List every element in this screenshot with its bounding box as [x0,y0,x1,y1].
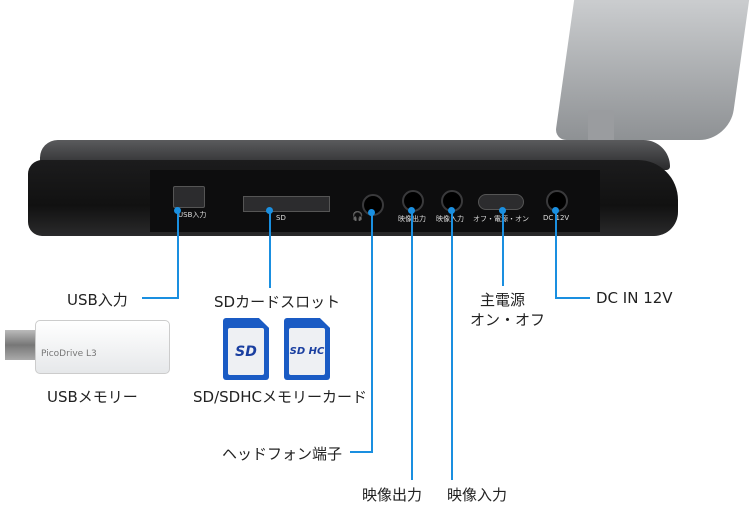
usb-leader-h [142,297,179,299]
dc-leader-h [555,297,590,299]
usb-memory-label: USBメモリー [47,388,138,406]
video-out-leader [411,210,413,480]
sd-slot-label: SD [276,214,286,222]
headphone-leader [371,212,373,453]
usb-memory-image: PicoDrive L3 [35,320,170,374]
callout-dc-in: DC IN 12V [596,289,673,307]
usb-brand: PicoDrive L3 [41,349,97,359]
power-port-label: オフ・電源・オン [473,215,529,223]
sd-slot [243,196,330,212]
usb-leader [177,210,179,299]
headphone-leader-h [350,451,373,453]
sd-leader [269,210,271,288]
callout-power-1: 主電源 [480,291,526,309]
headphone-icon: 🎧 [352,212,364,222]
sdhc-card-image: SD HC [284,318,330,380]
callout-headphone: ヘッドフォン端子 [222,445,343,463]
usb-port-label: USB入力 [178,211,207,219]
usb-plug [5,330,37,360]
callout-sd-slot: SDカードスロット [214,293,341,311]
sdhc-logo: SD HC [289,328,325,375]
video-in-leader [451,210,453,480]
sd-logo: SD [228,328,264,375]
video-in-port-label: 映像入力 [436,215,464,223]
power-leader [502,210,504,286]
callout-usb-input: USB入力 [67,291,128,309]
usb-port [173,186,205,208]
callout-video-out: 映像出力 [362,486,423,504]
sd-card-label: SD/SDHCメモリーカード [193,388,367,406]
sd-card-image: SD [223,318,269,380]
callout-power-2: オン・オフ [470,311,546,329]
screen-lid [554,0,751,140]
dc-leader [555,210,557,299]
callout-video-in: 映像入力 [447,486,508,504]
